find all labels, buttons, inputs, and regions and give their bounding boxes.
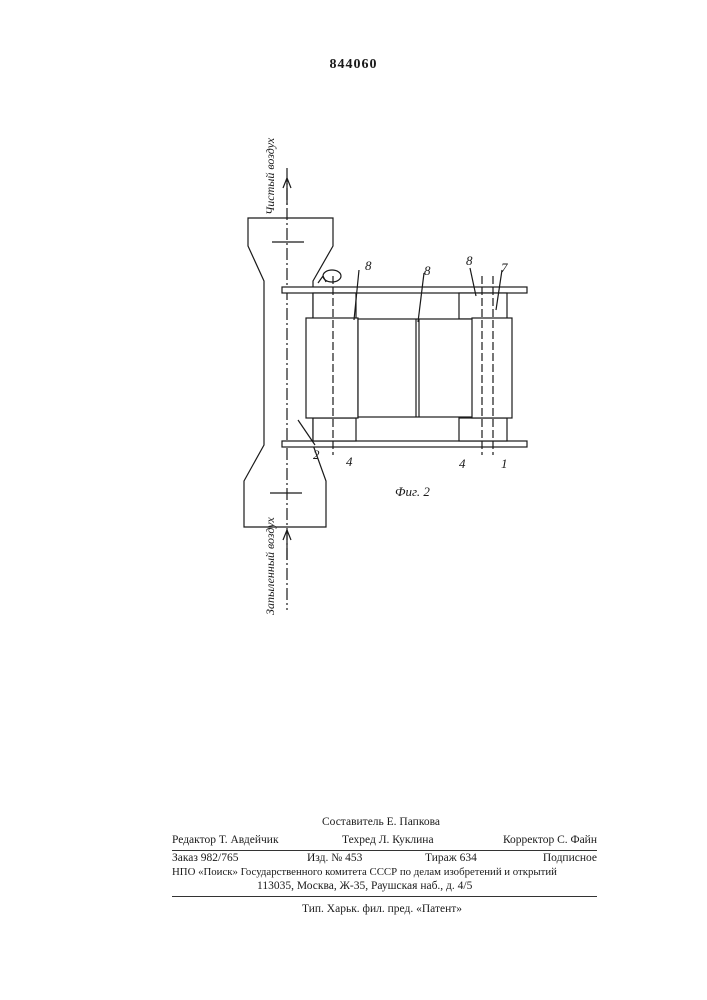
left-drum xyxy=(306,318,358,418)
right-drum xyxy=(472,318,512,418)
colophon-rule-bottom xyxy=(172,896,597,897)
order: Заказ 982/765 xyxy=(172,852,239,864)
top-plate xyxy=(282,287,527,293)
compiler: Составитель Е. Папкова xyxy=(322,816,440,828)
issue: Изд. № 453 xyxy=(307,852,362,864)
label-8b: 8 xyxy=(424,263,431,278)
subscription: Подписное xyxy=(543,852,597,864)
label-4a: 4 xyxy=(346,454,353,469)
corrector: Корректор С. Файн xyxy=(503,834,597,846)
label-8a: 8 xyxy=(365,258,372,273)
techred: Техред Л. Куклина xyxy=(342,834,434,846)
inflow-arrow xyxy=(283,530,291,560)
label-2: 2 xyxy=(313,447,320,462)
printer: Тип. Харьк. фил. пред. «Патент» xyxy=(302,903,462,915)
org: НПО «Поиск» Государственного комитета СС… xyxy=(172,866,557,878)
airflow-out-label: Чистый воздух xyxy=(263,137,277,215)
label-8c: 8 xyxy=(466,253,473,268)
airflow-in-label: Запыленный воздух xyxy=(263,517,277,615)
label-7: 7 xyxy=(501,260,508,275)
label-4b: 4 xyxy=(459,456,466,471)
outflow-arrow xyxy=(283,178,291,205)
circulation: Тираж 634 xyxy=(425,852,477,864)
label-1: 1 xyxy=(501,456,508,471)
colophon-rule-top xyxy=(172,850,597,851)
address: 113035, Москва, Ж-35, Раушская наб., д. … xyxy=(257,880,472,892)
figure-caption: Фиг. 2 xyxy=(395,484,430,499)
editor: Редактор Т. Авдейчик xyxy=(172,834,279,846)
